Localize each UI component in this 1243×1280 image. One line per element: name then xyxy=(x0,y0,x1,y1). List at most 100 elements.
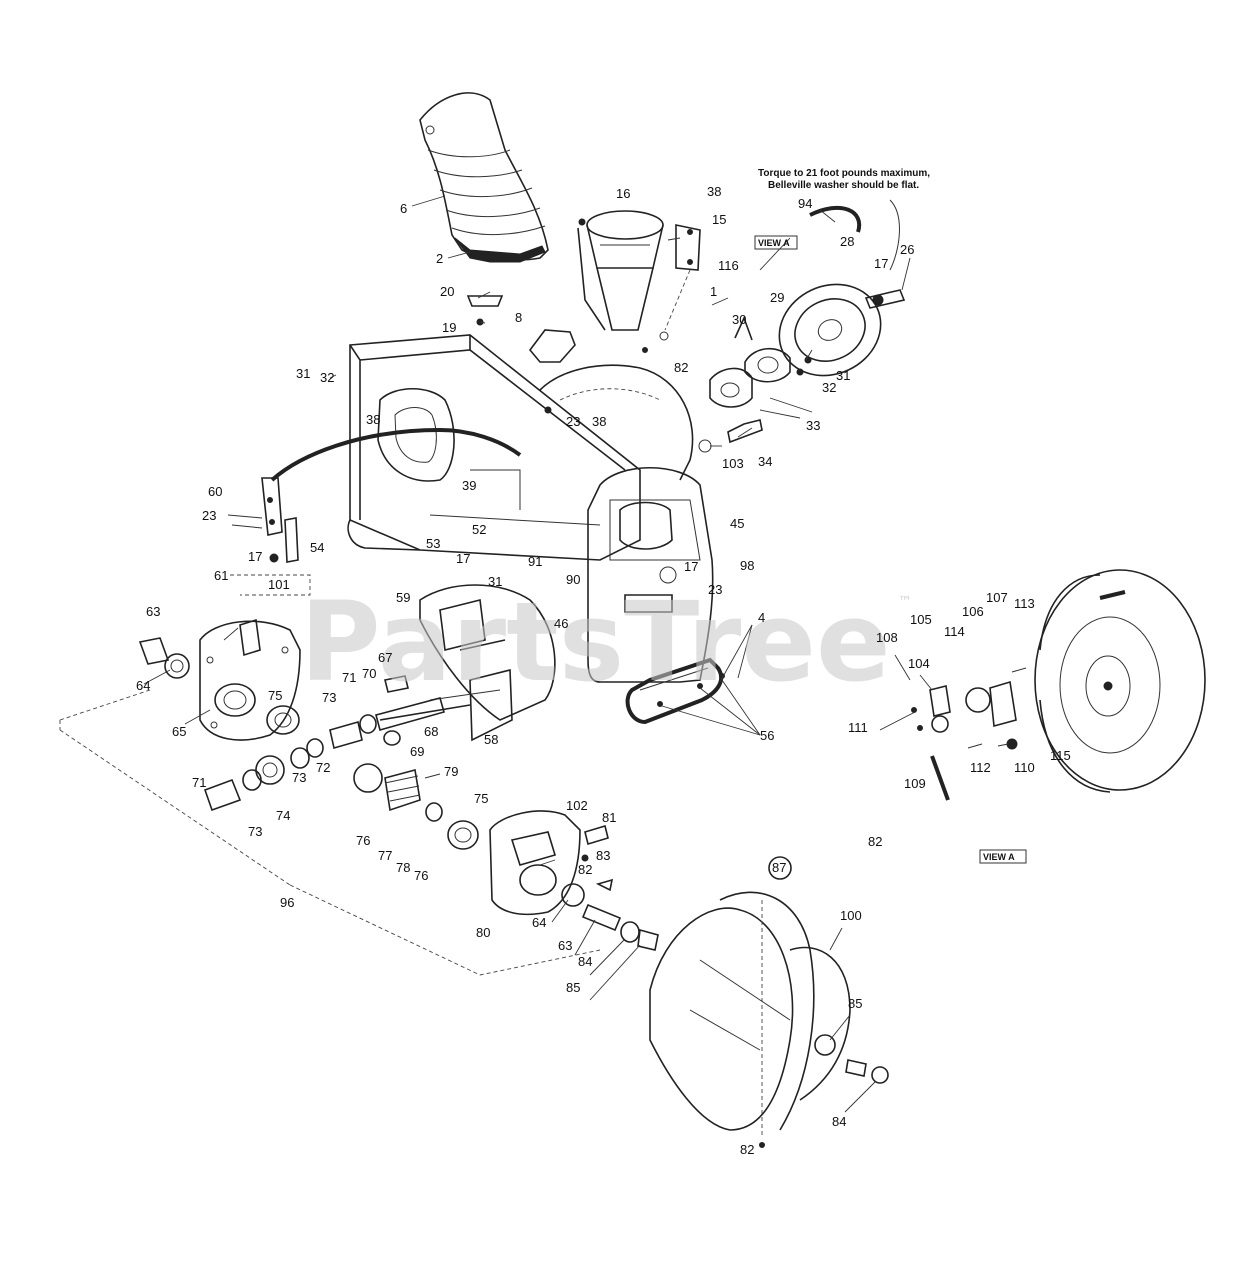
callout-82-view: 82 xyxy=(868,834,882,849)
view-a-wheel xyxy=(1034,569,1206,793)
callout-6: 6 xyxy=(400,201,407,216)
watermark: PartsTree xyxy=(300,578,891,706)
callout-53: 53 xyxy=(426,536,440,551)
auger xyxy=(649,856,889,1148)
callout-58: 58 xyxy=(484,732,498,747)
auger-shaft xyxy=(561,883,659,951)
view-a-box-bottom xyxy=(979,849,1027,864)
callout-59: 59 xyxy=(396,590,410,605)
callout-71-low: 71 xyxy=(192,775,206,790)
left-gear-case xyxy=(199,618,301,741)
callout-106: 106 xyxy=(962,604,984,619)
pulley-assembly xyxy=(698,283,906,453)
callout-17-right: 17 xyxy=(684,559,698,574)
callout-73-mid: 73 xyxy=(292,770,306,785)
callout-4: 4 xyxy=(758,610,765,625)
callout-28: 28 xyxy=(840,234,854,249)
callout-112: 112 xyxy=(970,760,991,775)
callout-60: 60 xyxy=(208,484,222,499)
deflector-bracket xyxy=(528,329,576,363)
auger-housing xyxy=(347,334,694,561)
callout-61: 61 xyxy=(214,568,228,583)
callout-26: 26 xyxy=(900,242,914,257)
callout-105: 105 xyxy=(910,612,932,627)
callout-38-mid: 38 xyxy=(592,414,606,429)
callout-98: 98 xyxy=(740,558,754,573)
callout-80: 80 xyxy=(476,925,490,940)
view-a-hub xyxy=(911,667,1027,801)
callout-109: 109 xyxy=(904,776,926,791)
callout-76-right: 76 xyxy=(414,868,428,883)
callout-73: 73 xyxy=(322,690,336,705)
callout-91: 91 xyxy=(528,554,542,569)
callout-104: 104 xyxy=(908,656,930,671)
dashed-group-101 xyxy=(230,574,311,596)
callout-103: 103 xyxy=(722,456,744,471)
callout-63: 63 xyxy=(146,604,160,619)
callout-64: 64 xyxy=(136,678,150,693)
callout-29: 29 xyxy=(770,290,784,305)
callout-101: 101 xyxy=(268,577,290,592)
callout-82-auger: 82 xyxy=(740,1142,754,1157)
pulley-belt-guard xyxy=(809,205,862,233)
callout-77: 77 xyxy=(378,848,392,863)
callout-23: 23 xyxy=(566,414,580,429)
callout-94: 94 xyxy=(798,196,812,211)
callout-76: 76 xyxy=(356,833,370,848)
bushing-63 xyxy=(138,637,170,665)
callout-87: 87 xyxy=(772,860,786,875)
callout-63-right: 63 xyxy=(558,938,572,953)
callout-17-mid: 17 xyxy=(456,551,470,566)
callout-71: 71 xyxy=(342,670,356,685)
callout-17-left: 17 xyxy=(248,549,262,564)
torque-note-line2: Belleville washer should be flat. xyxy=(768,180,919,191)
chute-bracket xyxy=(642,224,701,353)
view-a-label-top: VIEW A xyxy=(758,238,790,248)
leader-lines xyxy=(143,195,933,1113)
callout-38-left: 38 xyxy=(366,412,380,427)
callout-23-left: 23 xyxy=(202,508,216,523)
callout-84-auger: 84 xyxy=(832,1114,846,1129)
gear-parts xyxy=(353,763,443,822)
callout-83: 83 xyxy=(596,848,610,863)
view-a-box-top xyxy=(754,235,798,250)
callout-111: 111 xyxy=(848,720,868,735)
callout-1: 1 xyxy=(710,284,717,299)
callout-52: 52 xyxy=(472,522,486,537)
drive-belt xyxy=(625,657,724,725)
callout-75: 75 xyxy=(268,688,282,703)
callout-23-right: 23 xyxy=(708,582,722,597)
callout-85: 85 xyxy=(566,980,580,995)
callout-31-left: 31 xyxy=(296,366,310,381)
callout-69: 69 xyxy=(410,744,424,759)
callout-30: 30 xyxy=(732,312,746,327)
callout-32: 32 xyxy=(822,380,836,395)
callout-100: 100 xyxy=(840,908,862,923)
callout-19: 19 xyxy=(442,320,456,335)
callout-32-left: 32 xyxy=(320,370,334,385)
callout-31: 31 xyxy=(836,368,850,383)
callout-16: 16 xyxy=(616,186,630,201)
callout-72: 72 xyxy=(316,760,330,775)
callout-102: 102 xyxy=(566,798,588,813)
chute-hardware xyxy=(466,295,504,326)
callout-8: 8 xyxy=(515,310,522,325)
callout-90: 90 xyxy=(566,572,580,587)
callout-31-mid: 31 xyxy=(488,574,502,589)
callout-75-right: 75 xyxy=(474,791,488,806)
callout-116: 116 xyxy=(718,258,739,273)
callout-39: 39 xyxy=(462,478,476,493)
side-plate xyxy=(587,467,714,683)
impeller xyxy=(379,584,556,742)
callout-70: 70 xyxy=(362,666,376,681)
view-a-label-bottom: VIEW A xyxy=(983,852,1015,862)
discharge-chute xyxy=(419,92,549,263)
callout-68: 68 xyxy=(424,724,438,739)
watermark-trademark: ™ xyxy=(898,594,912,610)
callout-64-right: 64 xyxy=(532,915,546,930)
torque-note-line1: Torque to 21 foot pounds maximum, xyxy=(758,168,930,179)
callout-108: 108 xyxy=(876,630,898,645)
callout-110: 110 xyxy=(1014,760,1035,775)
callout-67: 67 xyxy=(378,650,392,665)
